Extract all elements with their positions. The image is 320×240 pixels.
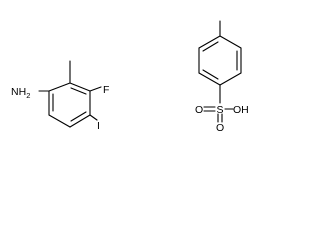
iodo-label: I bbox=[97, 120, 100, 132]
amine-h: H bbox=[19, 86, 27, 98]
ring1-double-2 bbox=[70, 111, 87, 122]
aniline-molecule: NH2 F I bbox=[11, 60, 109, 132]
fluoro-bond bbox=[89, 86, 102, 92]
amine-subscript: 2 bbox=[26, 91, 30, 100]
ring1-bond-6 bbox=[48, 82, 71, 92]
ring1-bond-3 bbox=[69, 114, 91, 128]
amine-n: N bbox=[11, 86, 19, 98]
oxygen-left-label: O bbox=[195, 104, 203, 116]
chemical-structure-canvas: NH2 F I S O O OH bbox=[11, 20, 249, 134]
ring2-bond-6 bbox=[198, 35, 221, 49]
ring2-double-3 bbox=[202, 41, 219, 52]
fluoro-label: F bbox=[103, 84, 109, 96]
ring2-bond-4 bbox=[198, 72, 221, 86]
hydroxyl-label: OH bbox=[233, 104, 249, 116]
ring2-bond-3 bbox=[219, 72, 242, 86]
oxygen-bottom-label: O bbox=[216, 122, 224, 134]
ring1-bond-4 bbox=[48, 114, 71, 128]
ring2-double-2 bbox=[202, 69, 219, 80]
iodo-bond bbox=[89, 114, 98, 121]
ring2-bond-1 bbox=[219, 35, 242, 49]
tosic-acid-molecule: S O O OH bbox=[195, 20, 249, 134]
ring1-double-1 bbox=[70, 87, 87, 95]
amine-label: NH2 bbox=[11, 86, 30, 100]
sulfur-label: S bbox=[217, 104, 224, 116]
ring1-bond-1 bbox=[69, 82, 91, 92]
